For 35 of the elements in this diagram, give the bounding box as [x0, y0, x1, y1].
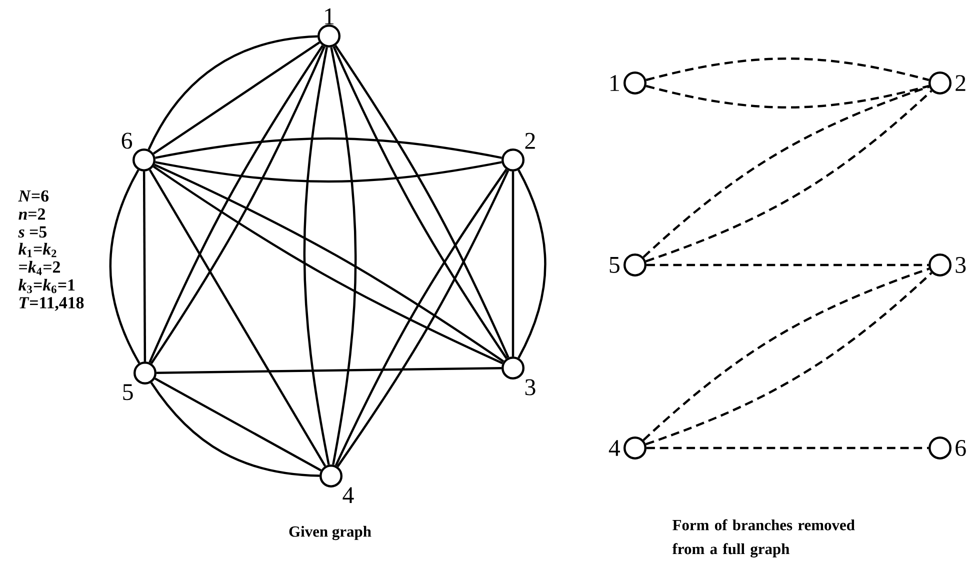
graph-edge — [155, 161, 502, 183]
node-label: 5 — [123, 384, 133, 400]
parameter-text: s =5 — [18, 226, 46, 238]
node-label: 2 — [525, 132, 535, 149]
node-label: 4 — [608, 440, 620, 456]
node-label: 1 — [610, 75, 619, 91]
node-label: 3 — [525, 379, 536, 396]
parameter-text: =k$_{4}$=2 — [19, 260, 60, 276]
parameter-text: n=2 — [18, 208, 45, 220]
caption: Given graph — [289, 526, 372, 540]
graph-edge — [155, 137, 502, 159]
graph-edge — [142, 172, 146, 362]
parameter-text: T=11,418 — [20, 297, 84, 311]
dashed-edge — [646, 264, 928, 266]
graph-edge — [303, 47, 330, 465]
node-label: 5 — [610, 257, 620, 273]
graph-edge — [109, 169, 140, 364]
graph-edge — [148, 169, 326, 467]
node-label: 1 — [325, 8, 334, 24]
node-label: 4 — [342, 487, 354, 503]
graph-edge — [518, 170, 546, 358]
parameter-text: N=6 — [18, 190, 49, 202]
graph-edge — [330, 47, 357, 465]
node-label: 2 — [956, 75, 966, 91]
parameter-text: k$_{3}$=k$_{6}$=1 — [18, 278, 75, 294]
caption: Form of branches removed from a full graph — [672, 519, 855, 558]
graph-edge — [512, 172, 514, 356]
dashed-edge — [646, 84, 930, 108]
parameter-text: k$_{1}$=k$_{2}$ — [18, 242, 56, 258]
dashed-edge — [646, 446, 928, 450]
dashed-edge — [646, 58, 930, 82]
graph-edge — [156, 367, 502, 374]
node-label: 6 — [956, 440, 966, 456]
node-label: 6 — [122, 132, 132, 149]
node-label: 3 — [956, 256, 966, 274]
